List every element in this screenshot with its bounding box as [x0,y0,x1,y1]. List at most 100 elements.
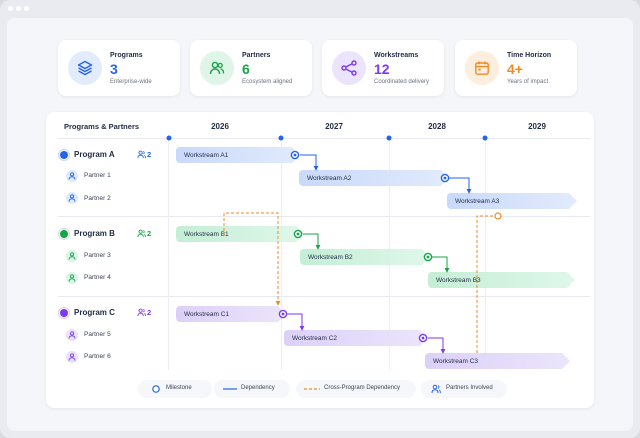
stat-label: Partners [242,52,271,59]
partners-count-icon [137,229,146,238]
dependency-a1-a2 [300,154,319,171]
legend-item-milestone [138,380,212,398]
stat-value: 3 [110,61,118,77]
person-icon [68,172,76,180]
layers-icon [77,60,93,76]
program-b-dot [58,228,70,240]
window-minimize-dot[interactable] [16,6,21,11]
workstream-label-a3: Workstream A3 [455,198,500,205]
partner-2-name: Partner 2 [84,195,111,202]
partners-count-icon [137,150,146,159]
window-titlebar [0,0,640,18]
legend-label-cross-dependency: Cross-Program Dependency [324,385,401,391]
program-c-partner-count: 2 [147,308,152,317]
partners-legend-icon [431,384,441,394]
partner-5-name: Partner 5 [84,331,111,338]
workstream-label-c2: Workstream C2 [292,335,338,342]
year-label-2027: 2027 [325,122,343,131]
legend-item-dependency [214,380,290,398]
milestone-c1-core [281,312,285,316]
partner-avatar [66,170,78,182]
program-a-name[interactable]: Program A [74,150,115,159]
workstream-label-c3: Workstream C3 [433,358,479,365]
layers-icon-circle [68,51,102,85]
stat-card-time-horizon: Time Horizon 4+ Years of impact [455,40,577,96]
workstream-bar-b3[interactable] [428,272,575,288]
year-label-2028: 2028 [428,122,446,131]
partner-avatar [66,272,78,284]
year-label-2029: 2029 [528,122,546,131]
person-icon [68,353,76,361]
stat-label: Programs [110,52,143,59]
partner-1-name: Partner 1 [84,172,111,179]
users-icon [209,61,225,75]
workstream-label-a2: Workstream A2 [307,175,352,182]
workstream-bar-c3[interactable] [425,353,570,369]
workstream-bar-a1[interactable] [176,147,300,163]
calendar-icon [475,61,489,75]
program-a-dot [58,149,70,161]
workstream-label-c1: Workstream C1 [184,311,230,318]
workstream-bar-c1[interactable] [176,306,286,322]
person-icon [68,274,76,282]
partner-avatar [66,329,78,341]
person-icon [68,194,76,202]
workstream-bar-b1[interactable] [176,226,304,242]
program-c-name[interactable]: Program C [74,308,115,317]
workstream-label-a1: Workstream A1 [184,152,229,159]
dependency-b1-b2 [303,233,321,250]
workstream-label-b1: Workstream B1 [184,231,229,238]
partner-avatar [66,192,78,204]
person-icon [68,252,76,260]
header-divider [58,138,590,139]
stat-value: 6 [242,61,250,77]
stat-subtitle: Coordinated delivery [374,79,430,85]
milestone-c2-core [421,336,425,340]
stat-subtitle: Years of impact [507,79,549,85]
legend-label-milestone: Milestone [166,385,192,391]
workstream-label-b3: Workstream B3 [436,277,481,284]
dependency-legend-icon [223,388,237,390]
partner-6-name: Partner 6 [84,353,111,360]
dependency-c2-c3 [428,337,446,354]
workstream-bar-a2[interactable] [299,170,449,186]
share-icon-circle [332,51,366,85]
stat-card-partners: Partners 6 Ecosystem aligned [190,40,312,96]
share-icon [341,60,357,76]
stat-value: 4+ [507,61,523,77]
workstream-bar-c2[interactable] [284,330,428,346]
calendar-icon-circle [465,51,499,85]
partners-count-icon [137,308,146,317]
program-b-name[interactable]: Program B [74,229,115,238]
row-divider-b [58,296,590,297]
legend-label-partners: Partners Involved [446,385,493,391]
dependency-b2-b3 [430,256,450,273]
cross-dependency-b1-c1 [223,212,281,306]
workstream-bar-a3[interactable] [447,193,577,209]
partner-3-name: Partner 3 [84,252,111,259]
cross-dependency-legend-icon [304,388,320,390]
milestone-legend-icon [152,385,160,393]
program-c-dot [58,307,70,319]
stat-subtitle: Ecosystem aligned [242,79,293,85]
stat-label: Time Horizon [507,52,552,59]
workstream-label-b2: Workstream B2 [308,254,353,261]
year-tick [278,135,284,141]
workstream-bar-b2[interactable] [300,249,430,265]
program-a-partner-count: 2 [147,150,152,159]
stat-card-workstreams: Workstreams 12 Coordinated delivery [322,40,444,96]
cross-milestone[interactable] [494,212,502,220]
stat-value: 12 [374,61,390,77]
milestone-b1-core [296,232,300,236]
year-gridline [485,138,486,370]
milestone-a1-core [293,153,297,157]
partner-avatar [66,250,78,262]
year-tick [482,135,488,141]
year-gridline [281,138,282,370]
partner-avatar [66,351,78,363]
year-gridline [168,138,169,370]
window-close-dot[interactable] [8,6,13,11]
timeline-header-label: Programs & Partners [64,122,140,131]
window-maximize-dot[interactable] [24,6,29,11]
